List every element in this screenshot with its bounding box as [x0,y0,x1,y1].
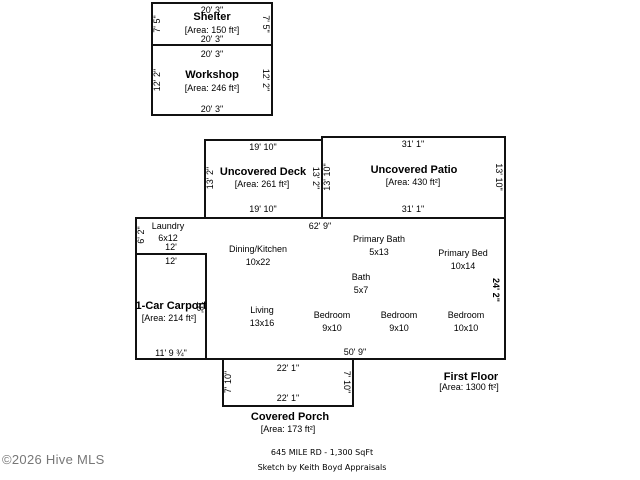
workshop-outline [151,44,273,116]
covered-porch-left-dim: 7' 10" [223,370,233,394]
room-living: Living 13x16 [250,304,275,330]
room-bath-size: 5x7 [353,285,369,295]
covered-porch-bottom-dim: 22' 1" [276,393,300,403]
first-floor-bottom-dim: 50' 9" [343,347,367,357]
first-floor-title: First Floor [443,371,499,383]
covered-porch-top-dim: 22' 1" [276,363,300,373]
footer-credit: Sketch by Keith Boyd Appraisals [257,463,387,472]
carport-top-dim: 12' [165,256,177,266]
room-laundry-name: Laundry [151,221,185,231]
uncovered-deck-right-dim: 13' 2" [311,166,321,190]
first-floor-right-dim: 24' 2" [491,278,501,302]
laundry-top-dim: 12' [165,242,177,252]
room-primary-bath: Primary Bath 5x13 [353,233,405,259]
uncovered-patio-right-dim: 13' 10" [494,163,504,191]
room-living-size: 13x16 [249,318,275,328]
shelter-left-dim: 7' 5" [152,15,162,33]
room-bedroom-2-size: 9x10 [389,323,409,333]
uncovered-deck-title: Uncovered Deck [219,166,307,178]
carport-title: 1-Car Carport [135,300,207,312]
room-laundry-size: 6x12 [158,233,178,243]
shelter-right-dim: 7' 5" [261,15,271,33]
first-floor-area: [Area: 1300 ft²] [439,382,499,392]
first-floor-top-dim: 62' 9" [308,221,332,231]
laundry-left-dim: 6' 2" [136,226,146,244]
room-primary-bed: Primary Bed 10x14 [438,247,488,273]
room-dining-kitchen-size: 10x22 [245,257,271,267]
uncovered-patio-left-dim: 13' 10" [322,163,332,191]
room-primary-bath-size: 5x13 [369,247,389,257]
workshop-left-dim: 12' 2" [152,68,162,92]
uncovered-deck-bottom-dim: 19' 10" [249,204,277,214]
carport-right-dim: 18' [195,301,205,313]
workshop-top-dim: 20' 3" [200,49,224,59]
workshop-title: Workshop [185,69,239,81]
workshop-bottom-dim: 20' 3" [200,104,224,114]
room-dining-kitchen-name: Dining/Kitchen [228,244,288,254]
room-primary-bed-name: Primary Bed [438,248,488,258]
uncovered-deck-left-dim: 13' 2" [205,166,215,190]
covered-porch-area: [Area: 173 ft²] [260,424,316,434]
covered-porch-title: Covered Porch [250,411,330,423]
room-bedroom-3-name: Bedroom [447,310,485,320]
carport-bottom-dim: 11' 9 ¾" [155,348,187,358]
room-primary-bed-size: 10x14 [450,261,476,271]
room-bedroom-1-size: 9x10 [322,323,342,333]
room-bedroom-3-size: 10x10 [453,323,479,333]
shelter-bottom-dim: 20' 3" [200,34,224,44]
shelter-top-dim: 20' 3" [200,5,224,15]
workshop-right-dim: 12' 2" [261,68,271,92]
room-bedroom-2: Bedroom 9x10 [381,309,418,335]
room-living-name: Living [250,305,274,315]
room-bath: Bath 5x7 [352,271,371,297]
uncovered-patio-area: [Area: 430 ft²] [385,177,441,187]
room-bedroom-1: Bedroom 9x10 [314,309,351,335]
uncovered-patio-bottom-dim: 31' 1" [401,204,425,214]
covered-porch-outline [222,358,354,407]
room-dining-kitchen: Dining/Kitchen 10x22 [229,243,287,269]
uncovered-deck-top-dim: 19' 10" [249,142,277,152]
uncovered-patio-title: Uncovered Patio [370,164,458,176]
covered-porch-right-dim: 7' 10" [342,370,352,394]
copyright-watermark: ©2026 Hive MLS [2,452,105,467]
carport-area: [Area: 214 ft²] [141,313,197,323]
room-bedroom-1-name: Bedroom [313,310,351,320]
shelter-area: [Area: 150 ft²] [184,25,240,35]
room-bedroom-2-name: Bedroom [380,310,418,320]
uncovered-patio-top-dim: 31' 1" [401,139,425,149]
room-laundry: Laundry 6x12 [152,220,185,244]
room-primary-bath-name: Primary Bath [352,234,406,244]
room-bath-name: Bath [351,272,371,282]
workshop-area: [Area: 246 ft²] [184,83,240,93]
uncovered-deck-area: [Area: 261 ft²] [234,179,290,189]
footer-address: 645 MILE RD - 1,300 SqFt [270,448,374,457]
room-bedroom-3: Bedroom 10x10 [448,309,485,335]
shelter-title: Shelter [193,11,231,23]
carport-outline [135,253,207,360]
